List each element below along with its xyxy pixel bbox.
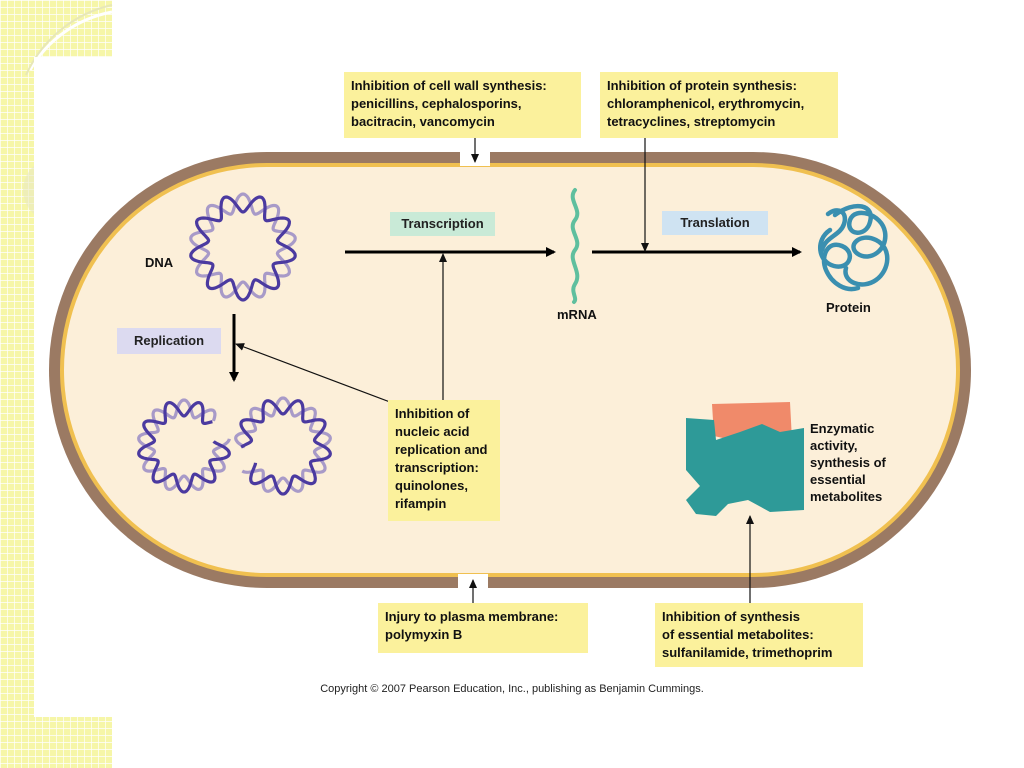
enzymatic-line: metabolites bbox=[810, 489, 883, 504]
cell-wall-synthesis-box: Inhibition of cell wall synthesis: penic… bbox=[344, 72, 581, 138]
dna-molecule bbox=[189, 192, 297, 302]
enzyme-molecule bbox=[686, 402, 804, 516]
box-line: bacitracin, vancomycin bbox=[351, 114, 495, 129]
box-line: of essential metabolites: bbox=[662, 627, 814, 642]
plasma-membrane-injury-box: Injury to plasma membrane: polymyxin B bbox=[378, 603, 588, 653]
box-line: nucleic acid bbox=[395, 424, 470, 439]
box-line: Inhibition of bbox=[395, 406, 470, 421]
transcription-tag: Transcription bbox=[390, 212, 495, 236]
translation-tag: Translation bbox=[662, 211, 768, 235]
box-line: Inhibition of cell wall synthesis: bbox=[351, 78, 547, 93]
enzymatic-line: essential bbox=[810, 472, 866, 487]
mrna-label: mRNA bbox=[557, 307, 597, 322]
enzymatic-activity-label: Enzymatic activity, synthesis of essenti… bbox=[810, 420, 886, 505]
box-line: rifampin bbox=[395, 496, 447, 511]
enzymatic-line: Enzymatic bbox=[810, 421, 875, 436]
copyright-notice: Copyright © 2007 Pearson Education, Inc.… bbox=[320, 683, 704, 695]
enzymatic-line: synthesis of bbox=[810, 455, 886, 470]
box-line: penicillins, cephalosporins, bbox=[351, 96, 522, 111]
box-line: tetracyclines, streptomycin bbox=[607, 114, 776, 129]
replicated-dna bbox=[137, 396, 332, 496]
enzymatic-line: activity, bbox=[810, 438, 858, 453]
box-line: replication and bbox=[395, 442, 488, 457]
protein-synthesis-box: Inhibition of protein synthesis: chloram… bbox=[600, 72, 838, 138]
box-line: quinolones, bbox=[395, 478, 468, 493]
box-line: Inhibition of protein synthesis: bbox=[607, 78, 797, 93]
enzyme-shape bbox=[686, 418, 804, 516]
dna-label: DNA bbox=[145, 255, 174, 270]
replication-tag: Replication bbox=[117, 328, 221, 354]
mrna-strand bbox=[570, 188, 580, 304]
replication-inhibition-pointer bbox=[235, 343, 391, 403]
protein-molecule bbox=[818, 203, 890, 292]
box-line: sulfanilamide, trimethoprim bbox=[662, 645, 833, 660]
box-line: Injury to plasma membrane: bbox=[385, 609, 559, 624]
box-line: transcription: bbox=[395, 460, 479, 475]
nucleic-acid-inhibition-box: Inhibition of nucleic acid replication a… bbox=[388, 400, 500, 521]
box-line: Inhibition of synthesis bbox=[662, 609, 800, 624]
essential-metabolites-box: Inhibition of synthesis of essential met… bbox=[655, 603, 863, 667]
box-line: polymyxin B bbox=[385, 627, 463, 642]
protein-label: Protein bbox=[826, 300, 871, 315]
box-line: chloramphenicol, erythromycin, bbox=[607, 96, 805, 111]
